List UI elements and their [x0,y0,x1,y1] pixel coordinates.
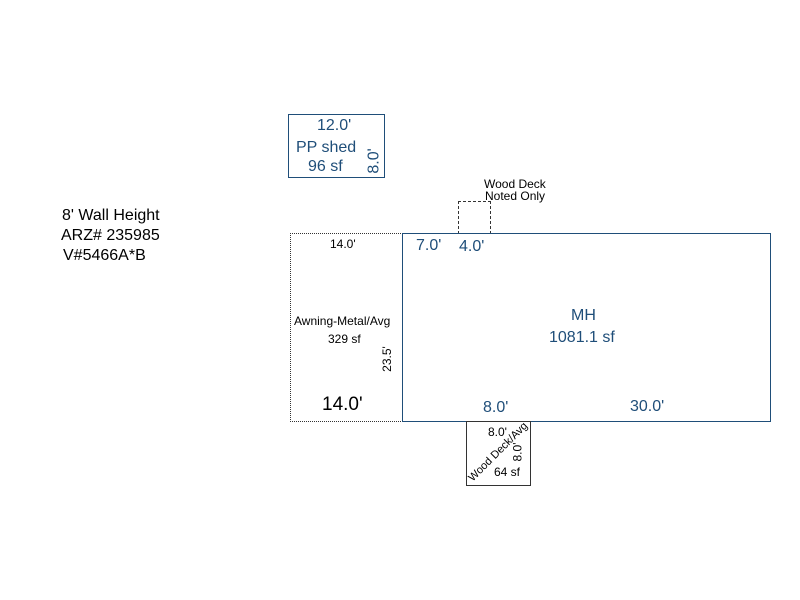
arz-number-label: ARZ# 235985 [61,227,160,244]
v-number-label: V#5466A*B [63,247,146,264]
pp-shed-dim-top: 12.0' [317,117,352,134]
wood-deck-avg-area: 64 sf [494,465,521,479]
pp-shed-dim-side: 8.0' [365,148,383,174]
mh-outline [402,233,771,422]
wood-deck-avg-outline [466,421,531,486]
awning-area: 329 sf [328,332,361,346]
wood-deck-avg-dim-top: 8.0' [488,425,507,439]
awning-dim-top: 14.0' [330,237,356,251]
wall-height-label: 8' Wall Height [62,207,160,224]
wood-deck-noted-outline [458,201,491,234]
mh-area: 1081.1 sf [549,329,615,346]
mh-dim-bottom-deck: 8.0' [483,399,509,416]
mh-dim-top-deck: 4.0' [459,238,485,255]
pp-shed-label: PP shed [296,139,357,156]
pp-shed-outline [288,114,385,178]
awning-label: Awning-Metal/Avg [294,314,391,328]
mh-dim-bottom: 30.0' [630,398,665,415]
mh-dim-top-left: 7.0' [416,237,442,254]
awning-dim-side: 23.5' [379,346,394,372]
pp-shed-area: 96 sf [308,158,343,175]
awning-dim-bottom: 14.0' [322,394,363,415]
wood-deck-noted-label-1: Wood Deck [484,177,546,191]
awning-outline [290,233,403,422]
mh-label: MH [571,307,596,324]
wood-deck-noted-label-2: Noted Only [485,189,546,203]
